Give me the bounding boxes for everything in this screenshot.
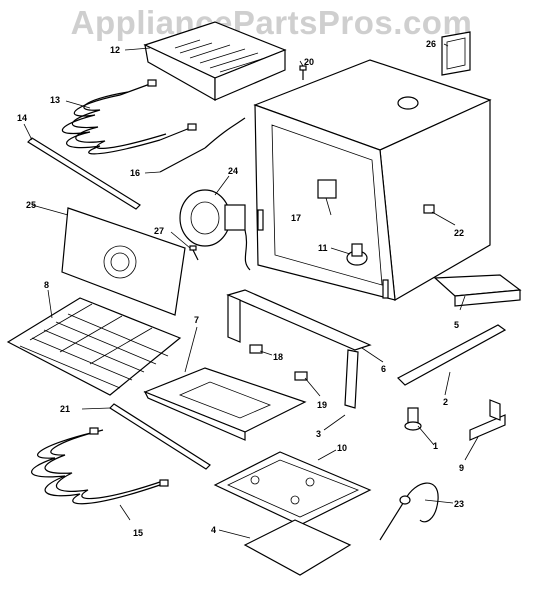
part-2-slide-rail[interactable] [397,324,507,386]
callout-21: 21 [60,404,70,414]
part-21-rod[interactable] [109,403,211,470]
part-8-oven-rack[interactable] [6,297,182,396]
part-23-probe-cable[interactable] [379,482,439,541]
callout-7: 7 [194,315,199,325]
callout-13: 13 [50,95,60,105]
callout-4: 4 [211,525,216,535]
leader-lines [23,43,479,539]
part-22-clip[interactable] [423,204,435,214]
callout-23: 23 [454,499,464,509]
callout-2: 2 [443,397,448,407]
part-13-bake-element[interactable] [61,79,197,155]
callout-25: 25 [26,200,36,210]
oven-cavity[interactable] [253,59,492,301]
part-16-probe[interactable] [159,117,246,173]
part-10-bottom-panel[interactable] [213,451,372,526]
part-27-screw[interactable] [189,245,199,261]
part-5-bottom-bracket[interactable] [433,274,522,307]
callout-14: 14 [17,113,27,123]
callout-18: 18 [273,352,283,362]
part-1-leveling-leg[interactable] [404,407,422,431]
callout-27: 27 [154,226,164,236]
callout-9: 9 [459,463,464,473]
part-14-strip[interactable] [27,137,141,210]
part-19-bracket[interactable] [294,371,308,381]
callout-1: 1 [433,441,438,451]
part-25-fan-cover[interactable] [61,207,186,316]
callout-24: 24 [228,166,238,176]
callout-17: 17 [291,213,301,223]
part-11-sensor[interactable] [346,243,368,266]
callout-8: 8 [44,280,49,290]
callout-12: 12 [110,45,120,55]
callout-26: 26 [426,39,436,49]
callout-22: 22 [454,228,464,238]
part-24-convection-fan[interactable] [179,189,251,271]
callout-labels: 1 2 3 4 5 6 7 8 9 10 11 12 13 14 15 16 1… [17,39,464,538]
part-6-front-frame[interactable] [226,289,372,409]
part-26-window-seal[interactable] [441,31,471,76]
callout-6: 6 [381,364,386,374]
part-12-broil-shield[interactable] [143,21,287,102]
callout-10: 10 [337,443,347,453]
part-4-access-panel[interactable] [243,519,352,576]
callout-20: 20 [304,57,314,67]
callout-5: 5 [454,320,459,330]
part-7-broiler-pan[interactable] [143,367,307,441]
callout-19: 19 [317,400,327,410]
part-20-screw[interactable] [299,65,307,80]
part-18-bracket[interactable] [249,344,263,354]
part-15-lower-element[interactable] [31,427,169,505]
callout-15: 15 [133,528,143,538]
callout-3: 3 [316,429,321,439]
callout-11: 11 [318,243,328,253]
callout-16: 16 [130,168,140,178]
part-9-anti-tip-bracket[interactable] [469,399,506,441]
